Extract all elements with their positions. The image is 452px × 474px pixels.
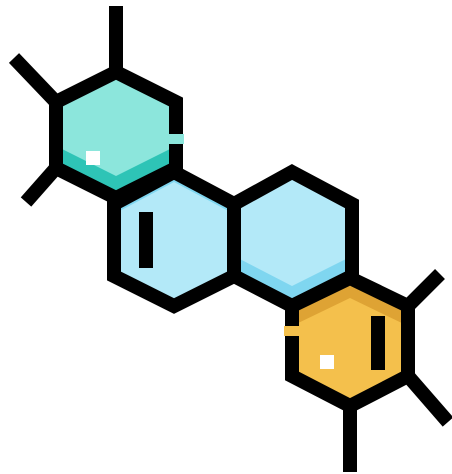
hexagon-amber [285,270,415,414]
outline-gaps [168,134,300,336]
hexagon-blue-left [107,164,241,314]
substituent-bonds [8,6,452,472]
highlight-mark [320,355,334,369]
highlight-mark [86,151,100,165]
